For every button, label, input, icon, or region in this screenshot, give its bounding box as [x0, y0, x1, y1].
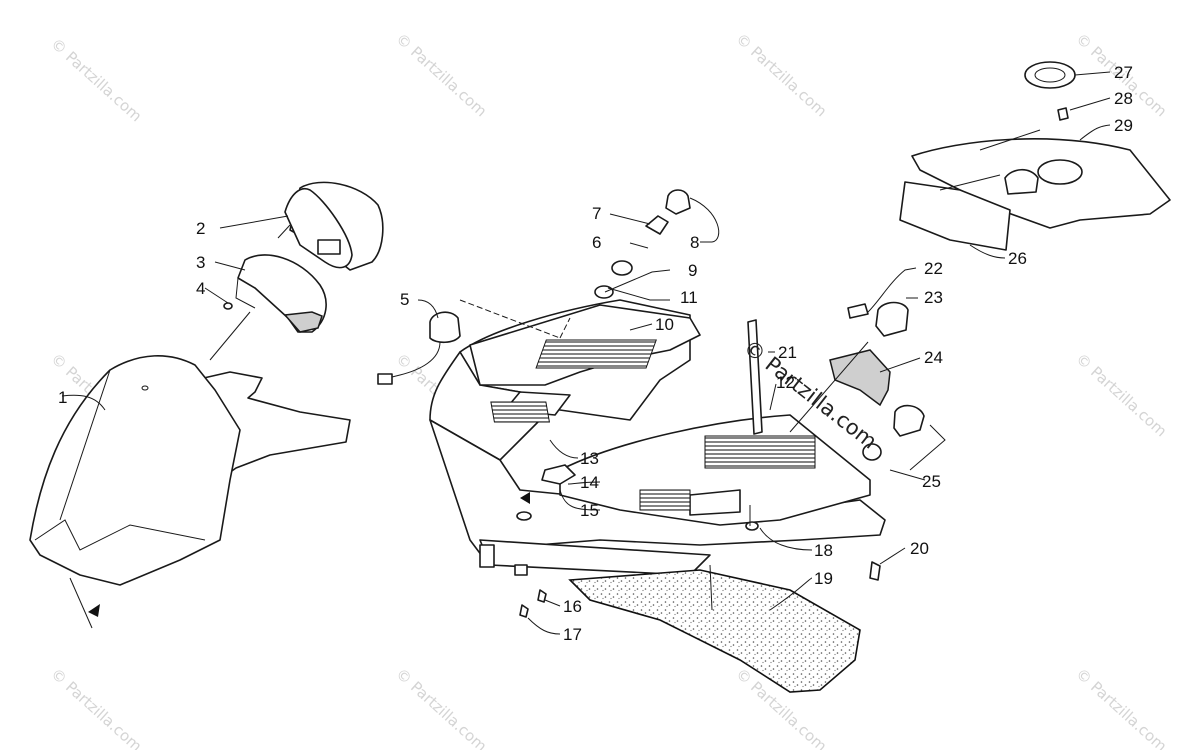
- watermark: © Partzilla.com: [47, 665, 145, 750]
- callout-24: 24: [924, 348, 943, 367]
- part-19-mat: [568, 569, 861, 693]
- callout-16: 16: [563, 597, 582, 616]
- part-3-bracket: [235, 254, 327, 333]
- watermark: © Partzilla.com: [1072, 665, 1170, 750]
- callout-1: 1: [58, 388, 67, 407]
- callout-6: 6: [592, 233, 601, 252]
- part-21-rod: [747, 319, 763, 435]
- callout-14: 14: [580, 473, 599, 492]
- watermark: © Partzilla.com: [1072, 350, 1170, 441]
- part-13-pad: [490, 401, 550, 423]
- callout-28: 28: [1114, 89, 1133, 108]
- part-1-hood: [29, 355, 351, 629]
- callout-3: 3: [196, 253, 205, 272]
- callout-22: 22: [924, 259, 943, 278]
- part-11-grill: [535, 339, 657, 369]
- callout-13: 13: [580, 449, 599, 468]
- part-5-harness: [377, 311, 461, 385]
- callout-29: 29: [1114, 116, 1133, 135]
- callout-15: 15: [580, 501, 599, 520]
- part-15-cap: [516, 464, 576, 521]
- part-14-pad: [639, 489, 691, 511]
- callout-26: 26: [1008, 249, 1027, 268]
- part-floor: [429, 414, 886, 576]
- part-12-grill: [704, 435, 816, 469]
- part-2-gauge: [277, 181, 384, 271]
- callout-10: 10: [655, 315, 674, 334]
- callout-2: 2: [196, 219, 205, 238]
- callout-19: 19: [814, 569, 833, 588]
- callout-9: 9: [688, 261, 697, 280]
- part-25-plug: [862, 404, 925, 461]
- part-20-bolt: [869, 561, 881, 581]
- callout-21: 21: [778, 343, 797, 362]
- watermark: © Partzilla.com: [47, 35, 145, 126]
- part-16-17-screws: [519, 589, 547, 618]
- callout-8: 8: [690, 233, 699, 252]
- callout-23: 23: [924, 288, 943, 307]
- callout-5: 5: [400, 290, 409, 309]
- watermark: © Partzilla.com: [392, 30, 490, 121]
- callout-18: 18: [814, 541, 833, 560]
- watermark: © Partzilla.com: [392, 665, 490, 750]
- part-22-24-switch: [829, 301, 909, 407]
- callout-12: 12: [776, 373, 795, 392]
- leader-lines: [61, 71, 1111, 635]
- callout-4: 4: [196, 279, 205, 298]
- callout-7: 7: [592, 204, 601, 223]
- callout-20: 20: [910, 539, 929, 558]
- callout-labels: 1 2 3 4 5 6 7 8 9 10 11 12 13 14 15 16 1…: [58, 63, 1133, 644]
- callout-25: 25: [922, 472, 941, 491]
- watermark: © Partzilla.com: [732, 30, 830, 121]
- callout-17: 17: [563, 625, 582, 644]
- part-10-console: [429, 299, 701, 461]
- part-4-fastener: [223, 302, 233, 310]
- part-6-9-ignition: [594, 189, 691, 299]
- callout-11: 11: [680, 288, 698, 307]
- part-26-29-rear-cover: [899, 61, 1171, 251]
- part-18-fastener: [745, 505, 759, 531]
- callout-27: 27: [1114, 63, 1133, 82]
